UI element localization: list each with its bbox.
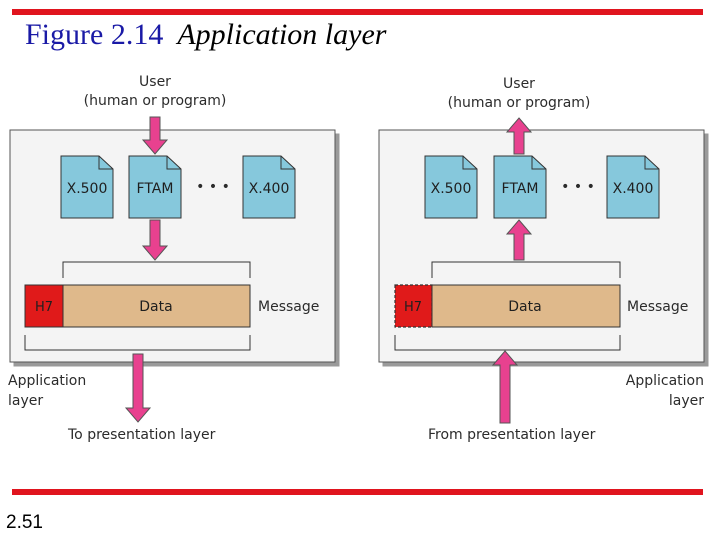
user-label: User <box>139 74 171 90</box>
data-block <box>431 284 621 328</box>
down-arrow-icon <box>141 219 169 261</box>
service-label: X.400 <box>613 181 654 197</box>
down-arrow-icon <box>141 116 169 155</box>
service-label: X.400 <box>249 181 290 197</box>
service-label: FTAM <box>502 181 539 197</box>
data-block <box>62 284 251 328</box>
bottom-label: From presentation layer <box>428 427 596 443</box>
layer-label: Application <box>626 373 704 389</box>
service-label: FTAM <box>137 181 174 197</box>
user-sublabel: (human or program) <box>448 95 591 111</box>
bracket-top <box>431 261 621 278</box>
up-arrow-icon <box>491 350 519 424</box>
h7-header <box>24 284 64 328</box>
ellipsis: • • • <box>196 179 230 195</box>
bracket-bottom <box>24 335 251 351</box>
sender-panel: User (human or program) X.500 FTAM • • •… <box>8 74 336 443</box>
data-label: Data <box>508 299 541 315</box>
down-arrow-icon <box>124 353 152 423</box>
up-arrow-icon <box>505 219 533 261</box>
header-label: H7 <box>404 300 422 315</box>
up-arrow-icon <box>505 117 533 155</box>
service-x400: X.400 <box>606 155 660 219</box>
figure-title: Figure 2.14 Application layer <box>25 18 386 52</box>
figure-caption: Application layer <box>177 18 387 51</box>
bottom-label: To presentation layer <box>67 427 216 443</box>
message-label: Message <box>627 299 688 315</box>
service-x500: X.500 <box>60 155 114 219</box>
service-x400: X.400 <box>242 155 296 219</box>
service-x500: X.500 <box>424 155 478 219</box>
user-label: User <box>503 76 535 92</box>
ellipsis: • • • <box>561 179 595 195</box>
data-label: Data <box>139 299 172 315</box>
layer-sublabel: layer <box>669 393 704 409</box>
bracket-top <box>62 261 251 278</box>
header-label: H7 <box>35 300 53 315</box>
page-number: 2.51 <box>6 512 43 533</box>
receiver-panel: User (human or program) X.500 FTAM • • •… <box>378 76 705 443</box>
user-sublabel: (human or program) <box>84 93 227 109</box>
layer-sublabel: layer <box>8 393 43 409</box>
figure-number: Figure 2.14 <box>25 18 164 51</box>
layer-label: Application <box>8 373 86 389</box>
message-label: Message <box>258 299 319 315</box>
service-ftam: FTAM <box>493 155 547 219</box>
service-label: X.500 <box>67 181 108 197</box>
service-ftam: FTAM <box>128 155 182 219</box>
bracket-bottom <box>394 335 621 351</box>
bottom-rule <box>12 489 703 495</box>
service-label: X.500 <box>431 181 472 197</box>
top-rule <box>12 9 703 15</box>
